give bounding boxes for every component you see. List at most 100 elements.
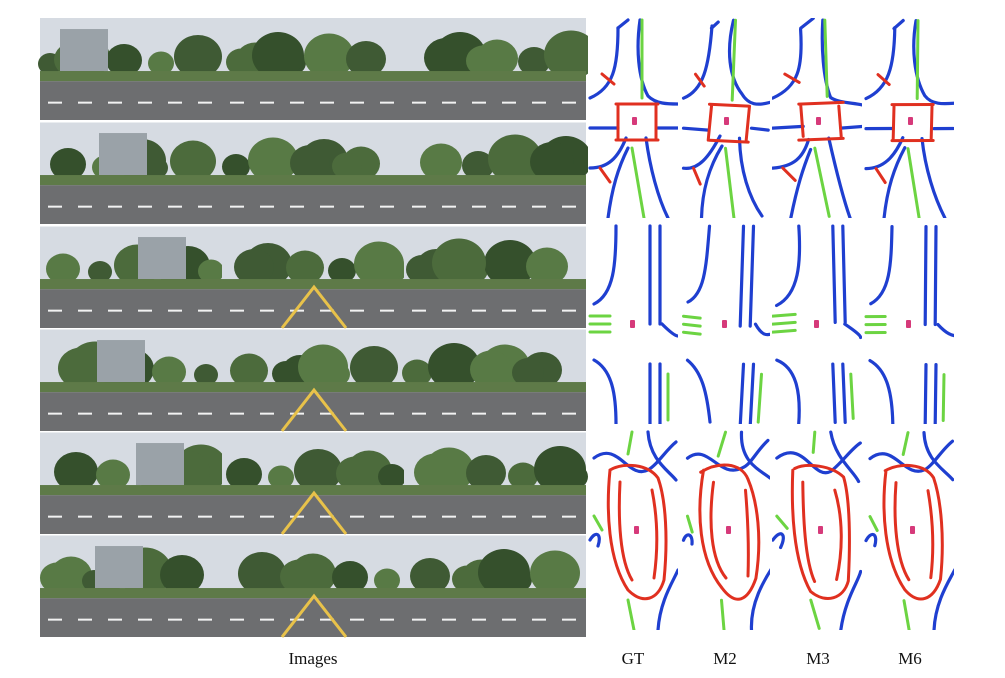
tree-shape [248, 137, 298, 183]
tree-shape [268, 465, 294, 489]
lane-divider-line [772, 312, 797, 318]
divider-outline [801, 480, 817, 583]
map-m6-scene-3 [864, 430, 954, 630]
ego-vehicle-marker [818, 526, 823, 534]
tree-shape [290, 145, 330, 182]
road-boundary-line [686, 224, 712, 304]
grass-verge [404, 279, 586, 290]
road-surface [40, 598, 222, 637]
lane-divider-line [772, 328, 797, 334]
road-boundary-line [772, 532, 785, 550]
lane-divider-line [716, 430, 727, 458]
ego-vehicle-marker [910, 526, 915, 534]
road-boundary-line [775, 358, 801, 424]
road-boundary-line [738, 362, 746, 424]
road-boundary-line [827, 136, 852, 218]
lane-marking [502, 412, 516, 415]
camera-image-grid [38, 18, 598, 638]
lane-marking [350, 412, 364, 415]
lane-marking [380, 618, 394, 621]
road-boundary-line [739, 430, 770, 480]
camera-view-4-1 [40, 329, 222, 431]
lane-marking [138, 205, 152, 208]
lane-marking [198, 205, 212, 208]
lane-divider-line [730, 18, 737, 102]
road-boundary-line [864, 26, 897, 101]
road-surface [222, 598, 404, 637]
tree-shape [452, 565, 482, 593]
tree-shape [420, 143, 462, 182]
lane-marking [380, 515, 394, 518]
grass-verge [404, 485, 586, 496]
lane-marking [320, 205, 334, 208]
lane-marking [412, 515, 426, 518]
ego-vehicle-marker [724, 117, 729, 125]
tree-shape [350, 346, 398, 390]
lane-divider-line [630, 146, 646, 218]
ped-crossing-line [781, 166, 797, 182]
building-shape [60, 29, 108, 72]
lane-divider-line [686, 514, 694, 534]
lane-marking [502, 205, 516, 208]
divider-outline [698, 463, 761, 601]
lane-marking [412, 618, 426, 621]
ped-crossing-line [708, 102, 750, 108]
tree-shape [466, 455, 506, 492]
lane-divider-line [682, 314, 702, 320]
lane-marking [320, 515, 334, 518]
map-drawing [588, 18, 678, 218]
map-m6-scene-1 [864, 18, 954, 218]
road-boundary-line [753, 322, 770, 337]
lane-marking [48, 101, 62, 104]
lane-marking [532, 618, 546, 621]
tree-shape [432, 238, 486, 288]
ego-vehicle-marker [816, 117, 821, 125]
road-boundary-line [588, 26, 620, 100]
lane-marking [78, 412, 92, 415]
road-boundary-line [681, 533, 694, 546]
tree-shape [526, 247, 568, 286]
map-panel-bg [680, 430, 770, 630]
building-shape [97, 340, 145, 383]
map-drawing [864, 225, 954, 424]
camera-view-2-1 [40, 122, 222, 224]
camera-view-1-2 [222, 18, 404, 120]
lane-marking [350, 515, 364, 518]
building-shape [99, 133, 147, 176]
lane-marking [230, 205, 244, 208]
divider-outline [893, 481, 911, 582]
tree-shape [374, 568, 400, 592]
road-boundary-line [775, 224, 802, 308]
tree-shape [58, 347, 104, 389]
lane-divider-line [809, 598, 821, 630]
lane-marking [442, 412, 456, 415]
road-boundary-line [820, 18, 862, 107]
lane-marking [320, 618, 334, 621]
ped-crossing-line [692, 166, 702, 186]
lane-marking [562, 515, 576, 518]
lane-divider-line [849, 372, 855, 420]
ped-crossing-line [708, 138, 750, 144]
lane-marking [532, 309, 546, 312]
grass-verge [40, 588, 222, 599]
map-drawing [772, 430, 862, 630]
road-boundary-line [829, 430, 861, 484]
map-drawing [588, 430, 678, 630]
road-boundary-line [588, 532, 601, 548]
tree-shape [406, 255, 438, 284]
road-surface [40, 185, 222, 224]
road-surface [222, 289, 404, 328]
tree-shape [346, 41, 386, 78]
lane-divider-line [775, 514, 789, 530]
road-boundary-line [636, 18, 678, 106]
road-surface [222, 392, 404, 431]
road-boundary-line [606, 146, 630, 218]
camera-view-2-2 [222, 122, 404, 224]
tree-shape [462, 151, 494, 180]
yellow-marking [280, 490, 348, 535]
tree-shape [160, 555, 204, 595]
tree-shape [354, 241, 404, 287]
tree-shape [148, 51, 174, 75]
map-gt-scene-1 [588, 18, 678, 218]
